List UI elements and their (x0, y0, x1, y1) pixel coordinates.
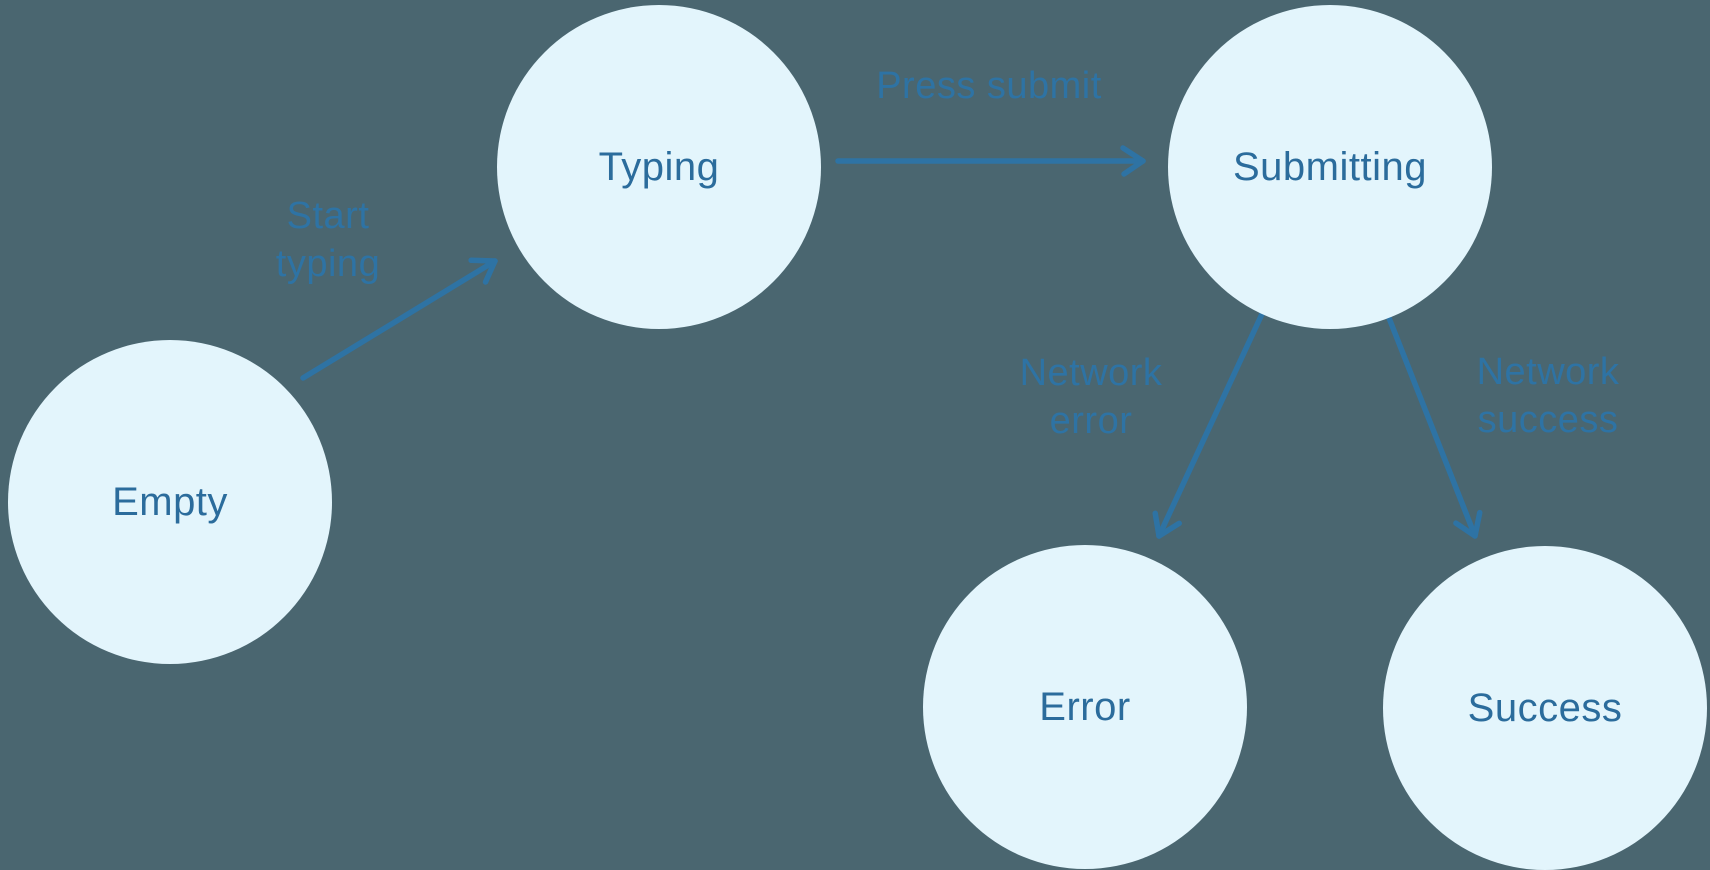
transition-label-start-typing[interactable]: Start typing (276, 192, 380, 288)
state-node-typing[interactable]: Typing (497, 5, 821, 329)
state-label-submitting: Submitting (1233, 144, 1427, 189)
transition-label-line: Network (1019, 352, 1163, 394)
transition-label-line: error (1049, 400, 1133, 442)
transition-label-network-success[interactable]: Network success (1477, 348, 1620, 444)
transition-label-press-submit[interactable]: Press submit (876, 62, 1102, 110)
transition-label-network-error[interactable]: Network error (1020, 349, 1163, 445)
state-node-empty[interactable]: Empty (8, 340, 332, 664)
transition-label-line: typing (275, 243, 381, 285)
transition-label-line: success (1477, 399, 1619, 441)
arrow-network-success (1386, 315, 1483, 539)
transition-label-line: Network (1476, 351, 1620, 393)
state-node-error[interactable]: Error (923, 545, 1247, 869)
state-label-typing: Typing (598, 144, 720, 189)
transition-label-line: Press submit (876, 65, 1102, 107)
transition-label-line: Start (286, 195, 370, 237)
state-label-empty: Empty (112, 479, 228, 524)
state-node-success[interactable]: Success (1383, 546, 1707, 870)
state-label-success: Success (1467, 685, 1623, 730)
state-node-submitting[interactable]: Submitting (1168, 5, 1492, 329)
state-label-error: Error (1039, 684, 1131, 729)
arrow-network-error (1152, 311, 1265, 539)
